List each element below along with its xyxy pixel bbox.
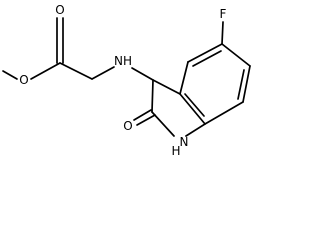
bond-carbonyl-ch2 [59,62,93,80]
bond-oxygen-carbonyl-carbon [30,62,61,80]
bond-methyl-oxygen [2,70,18,80]
bond-c2-oxygen-a [133,109,152,121]
bond-c7a-c3a [179,93,206,125]
bond-c7a-c3a-inner [184,93,205,117]
ring-nitrogen-hydrogen-label: H [171,144,180,158]
ester-fragment [2,17,115,80]
bond-ch2-nh [91,66,115,80]
lactam-ring [133,79,206,137]
ester-oxygen-label: O [19,73,28,87]
structure-diagram: O O NH F O N H [2,3,251,158]
bond-c3-c2 [151,79,154,113]
atom-labels: O O NH F O N H [19,3,226,158]
ring-nitrogen-label: N [180,135,189,149]
bond-c6-c7 [242,65,251,103]
lactam-oxygen-label: O [123,119,132,133]
bond-c2-oxygen-b [136,114,156,126]
bond-c4-c5-inner [192,50,222,67]
bond-c5-c6 [221,43,251,67]
bond-c3a-c4 [179,61,189,95]
bond-c2-n1 [151,111,175,137]
bond-n1-c7a [185,123,206,137]
bond-c6-c7-inner [237,69,245,100]
bond-c7-c7a [204,101,244,125]
fluorine-label: F [220,7,227,21]
amine-nh-label: NH [114,54,132,68]
bond-c4-c5 [187,43,223,63]
bond-nh-c3 [131,67,154,81]
carbonyl-oxygen-label: O [55,3,64,17]
bond-c5-fluorine [221,21,224,45]
benzene-ring [179,21,251,125]
bond-c3-c3a [152,79,181,95]
